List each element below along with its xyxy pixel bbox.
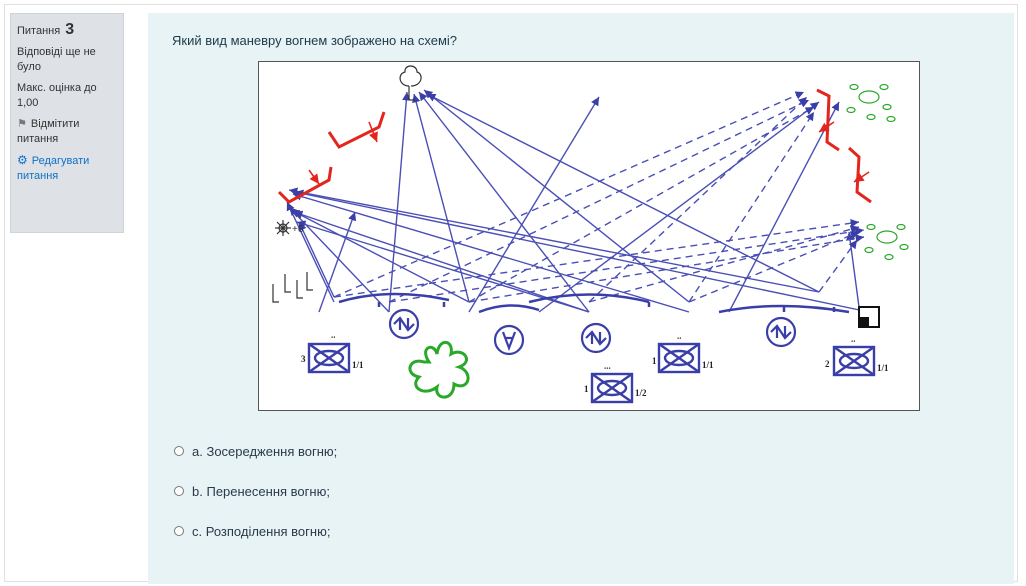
unit-positions [338, 292, 850, 314]
question-content: Який вид маневру вогнем зображено на схе… [148, 13, 1014, 584]
weapon-units [388, 308, 797, 356]
enemy-positions-left [277, 111, 386, 204]
target-clusters [846, 83, 909, 261]
unit2-fraction: 1/2 [635, 388, 647, 398]
unit4-rank: ∙∙ [851, 336, 856, 346]
forest-outline [408, 340, 470, 399]
unit4-fraction: 1/1 [877, 363, 889, 373]
command-post-icon [858, 306, 880, 328]
unit1-rank: ∙∙ [331, 332, 336, 342]
question-number: Питання 3 [17, 21, 75, 38]
unit2-rank: ∙∙∙ [604, 363, 611, 373]
question-info-panel: Питання 3 Відповіді ще не було Макс. оці… [10, 13, 124, 233]
reference-label: +6 [292, 224, 304, 235]
unit4-number: 2 [825, 359, 830, 369]
fire-maneuver-diagram: +6 [258, 61, 920, 411]
enemy-positions-right [816, 88, 872, 204]
flag-question-link[interactable]: ⚑Відмітити питання [17, 118, 80, 145]
max-mark: Макс. оцінка до 1,00 [17, 82, 97, 109]
answer-options: a. Зосередження вогню; b. Перенесення во… [174, 441, 337, 561]
unit3-rank: ∙∙ [677, 333, 682, 343]
diagram-svg: +6 [272, 65, 909, 404]
box-units [307, 342, 876, 404]
dashed-fire-lines [333, 91, 865, 303]
question-text: Який вид маневру вогнем зображено на схе… [172, 33, 458, 48]
radio-c[interactable] [174, 526, 184, 536]
tree-icon [399, 65, 422, 101]
radio-b[interactable] [174, 486, 184, 496]
unit2-number: 1 [584, 384, 589, 394]
radio-a[interactable] [174, 446, 184, 456]
unit3-fraction: 1/1 [702, 360, 714, 370]
unit1-number: 3 [301, 354, 306, 364]
answer-status: Відповіді ще не було [17, 46, 96, 73]
unit1-fraction: 1/1 [352, 360, 364, 370]
unit3-number: 1 [652, 356, 657, 366]
gear-icon: ⚙ [17, 153, 28, 167]
answer-option-c[interactable]: c. Розподілення вогню; [174, 521, 337, 541]
solid-fire-lines [286, 89, 870, 313]
flag-icon: ⚑ [17, 118, 27, 130]
answer-option-b[interactable]: b. Перенесення вогню; [174, 481, 337, 501]
trench-marks [272, 272, 313, 303]
edit-question-link[interactable]: ⚙Редагувати питання [17, 153, 90, 182]
reference-point-icon [275, 220, 291, 236]
answer-option-a[interactable]: a. Зосередження вогню; [174, 441, 337, 461]
